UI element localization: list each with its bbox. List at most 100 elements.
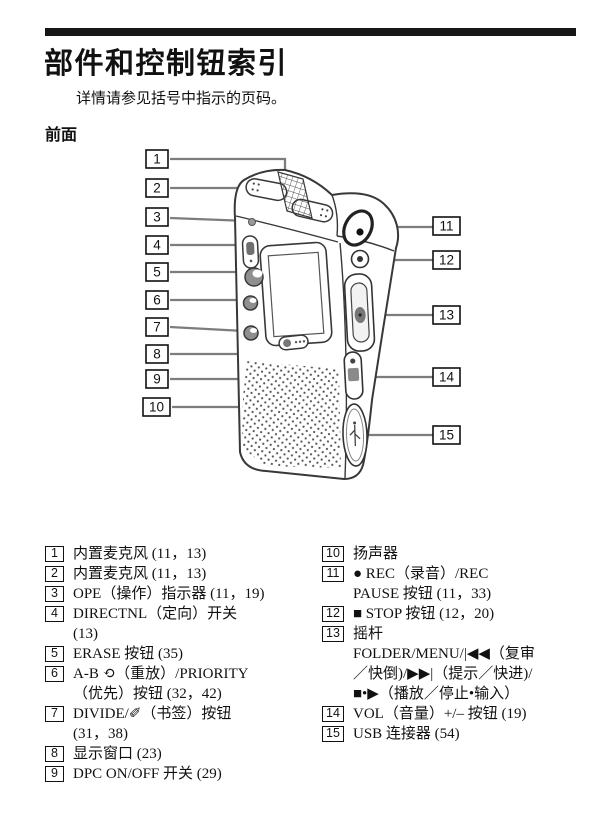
legend-text-line: (13) xyxy=(73,626,98,642)
legend-text-line: OPE（操作）指示器 (11，19) xyxy=(73,586,265,602)
legend-text-line: 显示窗口 (23) xyxy=(73,746,162,762)
legend-item: 1 内置麦克风 (11，13) xyxy=(45,544,323,564)
callout-number: 11 xyxy=(439,219,453,234)
page-subtitle: 详情请参见括号中指示的页码。 xyxy=(76,91,287,107)
legend-text: DPC ON/OFF 开关 (29) xyxy=(73,764,323,784)
legend-text-line: 摇杆 xyxy=(353,626,384,642)
callout-number: 9 xyxy=(153,372,161,387)
legend-text: 摇杆 FOLDER/MENU/|◀◀（复审 ／快倒)/▶▶|（提示／快进)/ ■… xyxy=(353,624,606,704)
legend-number-badge: 15 xyxy=(322,726,344,742)
legend-text: 扬声器 xyxy=(353,544,606,564)
dpc-switch xyxy=(278,334,309,351)
legend-item: 5 ERASE 按钮 (35) xyxy=(45,644,323,664)
page-title: 部件和控制钮索引 xyxy=(44,48,289,80)
legend-item: 10 扬声器 xyxy=(322,544,606,564)
legend-number-badge: 8 xyxy=(45,746,64,762)
legend-item: 6 A-B ⟲（重放）/PRIORITY （优先）按钮 (32，42) xyxy=(45,664,323,704)
device-diagram: 1 2 3 4 5 6 7 8 9 10 11 12 13 14 15 xyxy=(142,149,461,481)
legend-number-badge: 7 xyxy=(45,706,64,722)
legend-text-line: PAUSE 按钮 (11，33) xyxy=(353,586,492,602)
legend-item: 4 DIRECTNL（定向）开关 (13) xyxy=(45,604,323,644)
legend-text: USB 连接器 (54) xyxy=(353,724,606,744)
divide-button xyxy=(243,325,259,341)
legend-number-badge: 6 xyxy=(45,666,64,682)
legend-right-column: 10 扬声器 11 ● REC（录音）/REC PAUSE 按钮 (11，33)… xyxy=(322,544,606,744)
callout-number: 7 xyxy=(153,320,161,335)
ope-indicator xyxy=(248,218,256,226)
device-body xyxy=(233,168,400,481)
callout-boxes xyxy=(142,149,461,445)
legend-item: 12 ■ STOP 按钮 (12，20) xyxy=(322,604,606,624)
speaker-grille xyxy=(242,361,341,468)
legend-text-line: 内置麦克风 (11，13) xyxy=(73,546,207,562)
legend-text-line: 内置麦克风 (11，13) xyxy=(73,566,207,582)
rec-button xyxy=(342,209,374,247)
stop-button xyxy=(350,249,370,269)
legend-item: 8 显示窗口 (23) xyxy=(45,744,323,764)
legend-text-line: USB 连接器 (54) xyxy=(353,726,460,742)
legend-item: 13 摇杆 FOLDER/MENU/|◀◀（复审 ／快倒)/▶▶|（提示／快进)… xyxy=(322,624,606,704)
legend-number-badge: 14 xyxy=(322,706,344,722)
legend-text: ERASE 按钮 (35) xyxy=(73,644,323,664)
callout-number: 1 xyxy=(153,152,161,167)
legend-text-line: ERASE 按钮 (35) xyxy=(73,646,183,662)
legend-text-line: A-B ⟲（重放）/PRIORITY xyxy=(73,666,249,682)
erase-button xyxy=(244,267,264,287)
legend-text-line: ／快倒)/▶▶|（提示／快进)/ xyxy=(353,666,533,682)
jog-lever xyxy=(343,273,376,352)
legend-text: 显示窗口 (23) xyxy=(73,744,323,764)
legend-number-badge: 3 xyxy=(45,586,64,602)
legend-item: 3 OPE（操作）指示器 (11，19) xyxy=(45,584,323,604)
legend-text-line: DIRECTNL（定向）开关 xyxy=(73,606,238,622)
legend-text-line: （优先）按钮 (32，42) xyxy=(73,686,222,702)
callout-number: 12 xyxy=(439,253,454,268)
legend-text-line: DPC ON/OFF 开关 (29) xyxy=(73,766,222,782)
legend-item: 2 内置麦克风 (11，13) xyxy=(45,564,323,584)
callout-line-7 xyxy=(169,325,245,333)
legend-text-line: DIVIDE/✐（书签）按钮 xyxy=(73,706,232,722)
legend-text: ● REC（录音）/REC PAUSE 按钮 (11，33) xyxy=(353,564,606,604)
callout-number: 6 xyxy=(153,293,161,308)
legend-text-line: VOL（音量）+/– 按钮 (19) xyxy=(353,706,527,722)
display-window xyxy=(259,241,333,347)
legend-text: 内置麦克风 (11，13) xyxy=(73,564,323,584)
legend-number-badge: 2 xyxy=(45,566,64,582)
legend-number-badge: 11 xyxy=(322,566,344,582)
legend-item: 15 USB 连接器 (54) xyxy=(322,724,606,744)
section-label-front: 前面 xyxy=(45,127,78,144)
legend-item: 11 ● REC（录音）/REC PAUSE 按钮 (11，33) xyxy=(322,564,606,604)
title-rule xyxy=(45,28,576,36)
legend-number-badge: 12 xyxy=(322,606,344,622)
legend-number-badge: 5 xyxy=(45,646,64,662)
legend-number-badge: 10 xyxy=(322,546,344,562)
legend-text-line: ■ STOP 按钮 (12，20) xyxy=(353,606,495,622)
legend-text: DIVIDE/✐（书签）按钮 (31，38) xyxy=(73,704,323,744)
volume-button xyxy=(343,351,364,400)
callout-number: 2 xyxy=(153,181,161,196)
directnl-switch xyxy=(241,235,260,269)
callout-numbers: 1 2 3 4 5 6 7 8 9 10 11 12 13 14 15 xyxy=(149,152,455,443)
legend-text-line: (31，38) xyxy=(73,726,128,742)
legend-item: 7 DIVIDE/✐（书签）按钮 (31，38) xyxy=(45,704,323,744)
callout-number: 5 xyxy=(153,265,161,280)
callout-number: 15 xyxy=(439,428,454,443)
callout-number: 3 xyxy=(153,210,161,225)
legend-number-badge: 1 xyxy=(45,546,64,562)
legend-number-badge: 4 xyxy=(45,606,64,622)
legend-text: DIRECTNL（定向）开关 (13) xyxy=(73,604,323,644)
usb-connector xyxy=(342,403,368,467)
legend-left-column: 1 内置麦克风 (11，13) 2 内置麦克风 (11，13) 3 OPE（操作… xyxy=(45,544,323,784)
legend-text: VOL（音量）+/– 按钮 (19) xyxy=(353,704,606,724)
legend-text: OPE（操作）指示器 (11，19) xyxy=(73,584,323,604)
legend-text-line: FOLDER/MENU/|◀◀（复审 xyxy=(353,646,535,662)
legend-item: 9 DPC ON/OFF 开关 (29) xyxy=(45,764,323,784)
legend-number-badge: 9 xyxy=(45,766,64,782)
callout-number: 4 xyxy=(153,238,161,253)
legend-number-badge: 13 xyxy=(322,626,344,642)
legend-text: A-B ⟲（重放）/PRIORITY （优先）按钮 (32，42) xyxy=(73,664,323,704)
legend-text: 内置麦克风 (11，13) xyxy=(73,544,323,564)
callout-number: 8 xyxy=(153,347,161,362)
callout-number: 10 xyxy=(149,400,164,415)
ab-repeat-button xyxy=(242,295,259,311)
